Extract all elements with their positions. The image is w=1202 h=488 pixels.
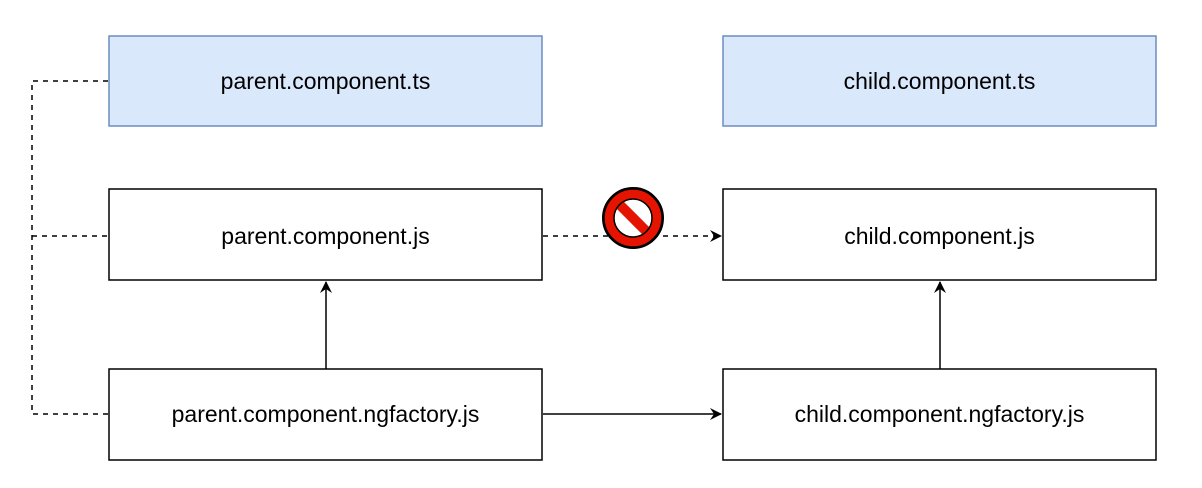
node-label: child.component.js <box>844 223 1035 249</box>
node-child-component-js: child.component.js <box>722 188 1157 281</box>
node-label: child.component.ngfactory.js <box>795 401 1085 427</box>
node-parent-component-ts: parent.component.ts <box>108 35 543 127</box>
node-parent-component-js: parent.component.js <box>108 188 543 281</box>
node-label: parent.component.js <box>221 223 429 249</box>
node-label: parent.component.ts <box>221 68 431 94</box>
prohibited-icon <box>602 187 664 249</box>
node-child-component-ngfactory: child.component.ngfactory.js <box>722 368 1157 461</box>
node-child-component-ts: child.component.ts <box>722 35 1157 127</box>
node-parent-component-ngfactory: parent.component.ngfactory.js <box>108 368 543 461</box>
parent-group-bracket <box>31 80 108 415</box>
node-label: child.component.ts <box>844 68 1036 94</box>
node-label: parent.component.ngfactory.js <box>172 401 480 427</box>
